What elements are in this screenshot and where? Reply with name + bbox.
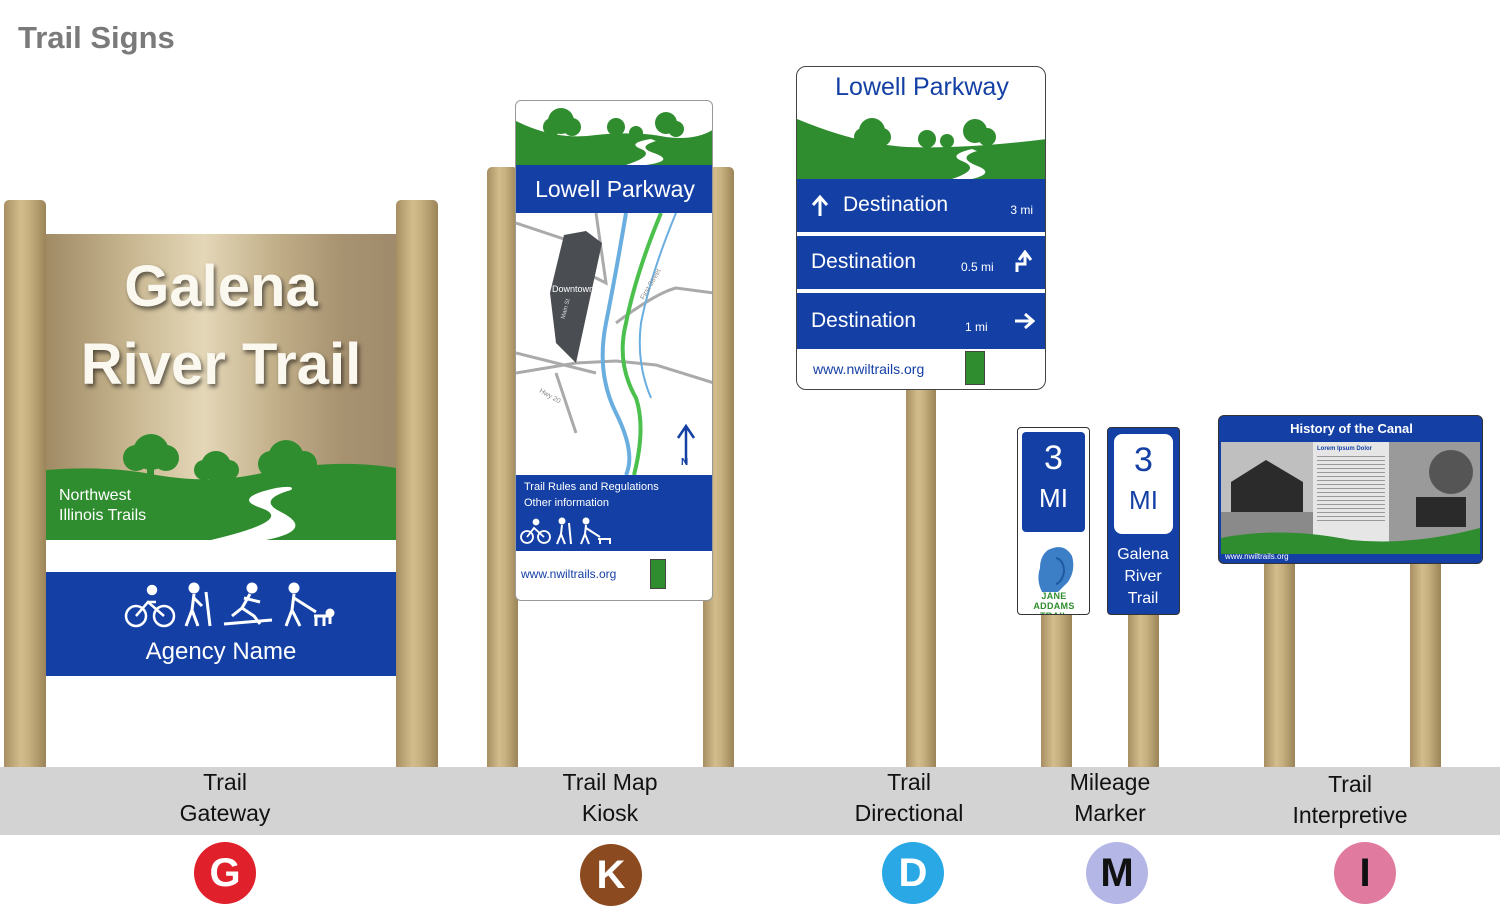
kiosk-title-band: Lowell Parkway [516, 165, 712, 213]
kiosk-post-left [487, 167, 518, 767]
activity-icons [124, 582, 335, 628]
mileage-number: 3 [1134, 441, 1153, 479]
directional-row-3: Destination 1 mi [797, 293, 1045, 349]
gateway-post-right [396, 200, 438, 767]
destination-label: Destination [811, 250, 917, 273]
marker-trail-line3: Trail [1127, 590, 1159, 607]
org-name-line2: Illinois Trails [59, 507, 147, 524]
gateway-sign: Galena River Trail Northwest Illinois Tr… [46, 234, 396, 676]
bicycle-icon [124, 584, 176, 628]
dog-walker-icon [284, 582, 335, 627]
directional-row-2: Destination 0.5 mi [797, 236, 1045, 291]
directional-row-1: Destination 3 mi [797, 179, 1045, 234]
mileage-number-block: 3 MI [1022, 432, 1085, 532]
mileage-unit: MI [1039, 483, 1068, 513]
interpretive-post-left [1264, 562, 1295, 767]
destination-distance: 0.5 mi [961, 260, 994, 274]
kiosk-info-band: Trail Rules and Regulations Other inform… [516, 475, 712, 551]
badge-directional: D [882, 842, 944, 904]
kiosk-title: Lowell Parkway [535, 176, 695, 202]
directional-url: www.nwiltrails.org [813, 361, 925, 377]
interpretive-body-title: Lorem Ipsum Dolor [1317, 446, 1373, 452]
org-name-line1: Northwest [59, 487, 132, 504]
bicycle-icon [520, 518, 551, 544]
interpretive-body-text [1317, 456, 1385, 524]
directional-post [906, 390, 936, 767]
dog-walker-icon [580, 517, 611, 545]
trail-map [516, 213, 712, 475]
ground-band [0, 767, 1500, 835]
type-label-interpretive: Trail Interpretive [1292, 771, 1408, 828]
type-label-mileage: Mileage Marker [1069, 769, 1151, 826]
agency-logo-icon [650, 559, 666, 589]
page-title: Trail Signs [18, 20, 175, 55]
kiosk-url: www.nwiltrails.org [521, 567, 617, 581]
right-arrow-icon [1015, 312, 1035, 330]
badge-mileage: M [1086, 842, 1148, 904]
mileage-post-1 [1041, 614, 1072, 767]
mileage-marker-2: 3 MI Galena River Trail [1107, 427, 1180, 615]
interpretive-url: www.nwiltrails.org [1225, 552, 1289, 561]
north-arrow-icon [676, 423, 696, 463]
badge-interpretive: I [1334, 842, 1396, 904]
directional-sign: Lowell Parkway Destination 3 mi Destinat… [796, 66, 1046, 390]
interpretive-title: History of the Canal [1290, 421, 1413, 436]
hiker-icon [184, 582, 212, 627]
gateway-title-line1: Galena [124, 254, 318, 319]
kiosk-landscape [516, 108, 712, 165]
directional-title: Lowell Parkway [835, 73, 1009, 101]
badge-gateway: G [194, 842, 256, 904]
badge-kiosk: K [580, 844, 642, 906]
kiosk-other-text: Other information [524, 497, 609, 509]
interpretive-content: Lorem Ipsum Dolor [1221, 442, 1480, 554]
destination-label: Destination [843, 193, 949, 216]
kiosk-sign: Lowell Parkway Downtown Main St First St… [515, 100, 713, 601]
mileage-unit: MI [1129, 485, 1158, 515]
destination-distance: 1 mi [965, 320, 988, 334]
type-label-gateway: Trail Gateway [179, 769, 271, 826]
destination-distance: 3 mi [1010, 203, 1033, 217]
marker-trail-line2: River [1124, 568, 1162, 585]
kiosk-activity-icons [520, 517, 611, 545]
mileage-number-block: 3 MI [1114, 434, 1173, 534]
hiker-icon [556, 517, 572, 545]
gateway-post-left [4, 200, 46, 767]
turn-up-arrow-icon [1015, 250, 1033, 272]
marker-trail-line1: Galena [1117, 546, 1169, 563]
gateway-title-line2: River Trail [80, 332, 362, 397]
type-label-kiosk: Trail Map Kiosk [562, 769, 658, 826]
mileage-marker-1: 3 MI JANE ADDAMS TRAIL [1017, 427, 1090, 615]
type-label-directional: Trail Directional [854, 769, 964, 826]
mileage-number: 3 [1044, 439, 1063, 477]
historic-photo [1221, 442, 1480, 554]
agency-name: Agency Name [145, 638, 297, 665]
north-label: N [681, 457, 689, 468]
map-label-downtown: Downtown [552, 284, 595, 294]
trail-logo-text: JANE ADDAMS TRAIL [1033, 591, 1075, 614]
skier-icon [223, 582, 273, 626]
gateway-agency-band: Agency Name [46, 572, 396, 676]
directional-landscape [797, 118, 1045, 179]
kiosk-rules-text: Trail Rules and Regulations [524, 481, 659, 493]
interpretive-sign: History of the Canal Lorem Ipsum Dolor w… [1218, 415, 1483, 564]
interpretive-post-right [1410, 562, 1441, 767]
mileage-post-2 [1128, 614, 1159, 767]
agency-logo-icon [965, 351, 985, 385]
destination-label: Destination [811, 309, 917, 332]
jane-addams-portrait-icon [1038, 547, 1074, 592]
landscape-illustration [46, 434, 396, 540]
up-arrow-icon [811, 195, 829, 216]
